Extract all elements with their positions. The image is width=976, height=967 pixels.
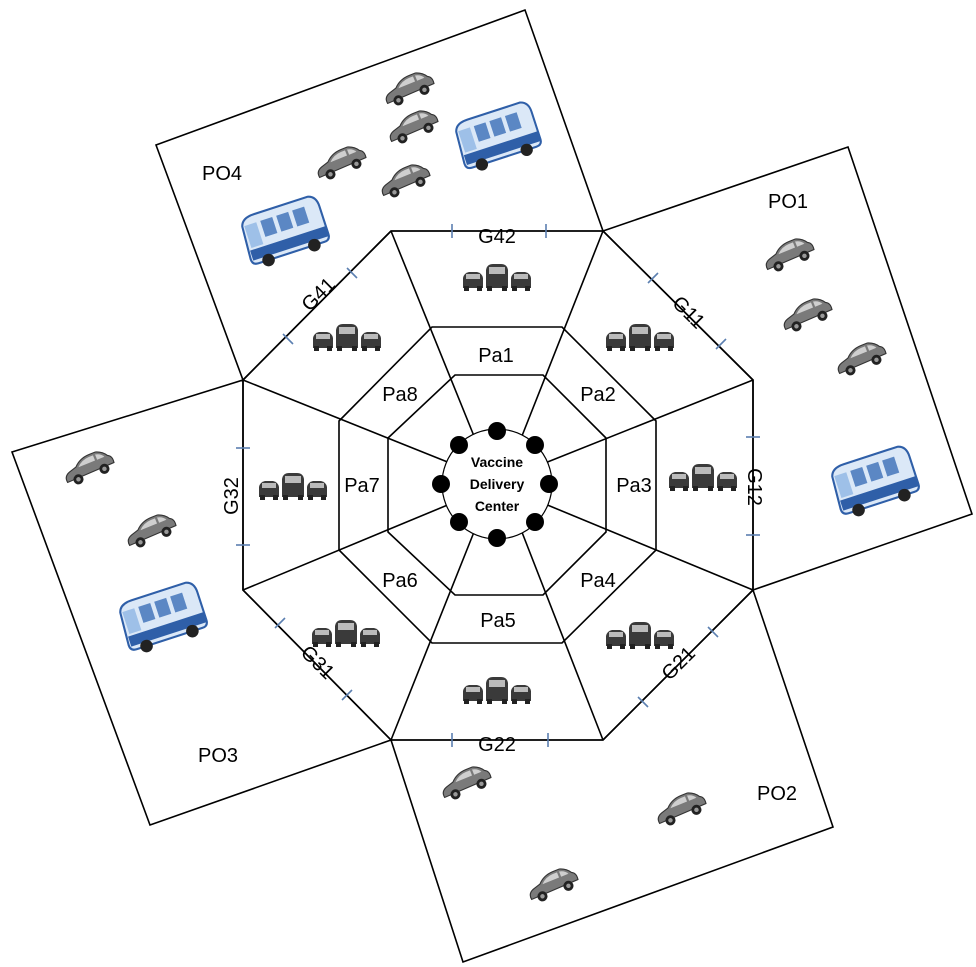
bus-icon	[450, 98, 546, 177]
spoke	[390, 521, 479, 741]
gate-g41-label: G41	[298, 274, 340, 316]
traffic-cars-icon	[463, 677, 531, 704]
center-label-line1: Vaccine	[471, 454, 523, 470]
pa1-label: Pa1	[478, 345, 514, 367]
car-icon	[380, 67, 438, 110]
pa5-label: Pa5	[480, 610, 516, 632]
pa7-label: Pa7	[344, 475, 380, 497]
po2-label: PO2	[757, 783, 797, 805]
middle-octagon	[338, 326, 657, 644]
spoke	[517, 521, 604, 741]
gate-g22-label: G22	[478, 734, 516, 756]
traffic-cars-icon	[606, 622, 674, 649]
traffic-cars-icon	[312, 620, 380, 647]
spoke	[544, 503, 754, 591]
gate-g11-label: G11	[668, 292, 709, 333]
traffic-cars-icon	[606, 324, 674, 351]
traffic-cars-icon	[463, 264, 531, 291]
gate-g31-label: G31	[296, 642, 338, 684]
car-icon	[376, 159, 434, 202]
po4-label: PO4	[202, 163, 242, 185]
gate-g42-label: G42	[478, 226, 516, 248]
car-icon	[60, 446, 118, 489]
po1-label: PO1	[768, 191, 808, 213]
bus-icon	[826, 443, 924, 523]
traffic-cars-icon	[313, 324, 381, 351]
car-icon	[122, 509, 180, 552]
spoke	[390, 230, 479, 447]
gate-g32-label: G32	[221, 477, 243, 515]
car-icon	[652, 787, 710, 830]
center-dots	[432, 422, 558, 547]
spoke	[242, 379, 451, 464]
inner-octagon	[387, 374, 607, 596]
pa8-label: Pa8	[382, 384, 418, 406]
pa2-label: Pa2	[580, 384, 616, 406]
car-icon	[312, 141, 370, 184]
po4-region	[154, 8, 605, 382]
car-icon	[524, 863, 582, 906]
spoke	[517, 230, 604, 447]
car-icon	[760, 233, 818, 276]
pa6-label: Pa6	[382, 570, 418, 592]
spoke	[544, 379, 754, 464]
traffic-cars-icon	[259, 473, 327, 500]
po3-label: PO3	[198, 745, 238, 767]
car-icon	[384, 105, 442, 148]
pa4-label: Pa4	[580, 570, 616, 592]
gate-ticks	[236, 224, 760, 747]
bus-icon	[114, 579, 212, 659]
pa3-label: Pa3	[616, 475, 652, 497]
car-icon	[437, 761, 495, 804]
bus-icon	[236, 193, 334, 273]
po1-region	[601, 145, 974, 592]
car-icon	[832, 337, 890, 380]
car-icon	[778, 293, 836, 336]
center-label-line2: Delivery	[470, 476, 525, 492]
spoke	[242, 503, 451, 591]
gate-g12-label: G12	[743, 468, 765, 506]
center-label-line3: Center	[475, 498, 520, 514]
traffic-cars-icon	[669, 464, 737, 491]
